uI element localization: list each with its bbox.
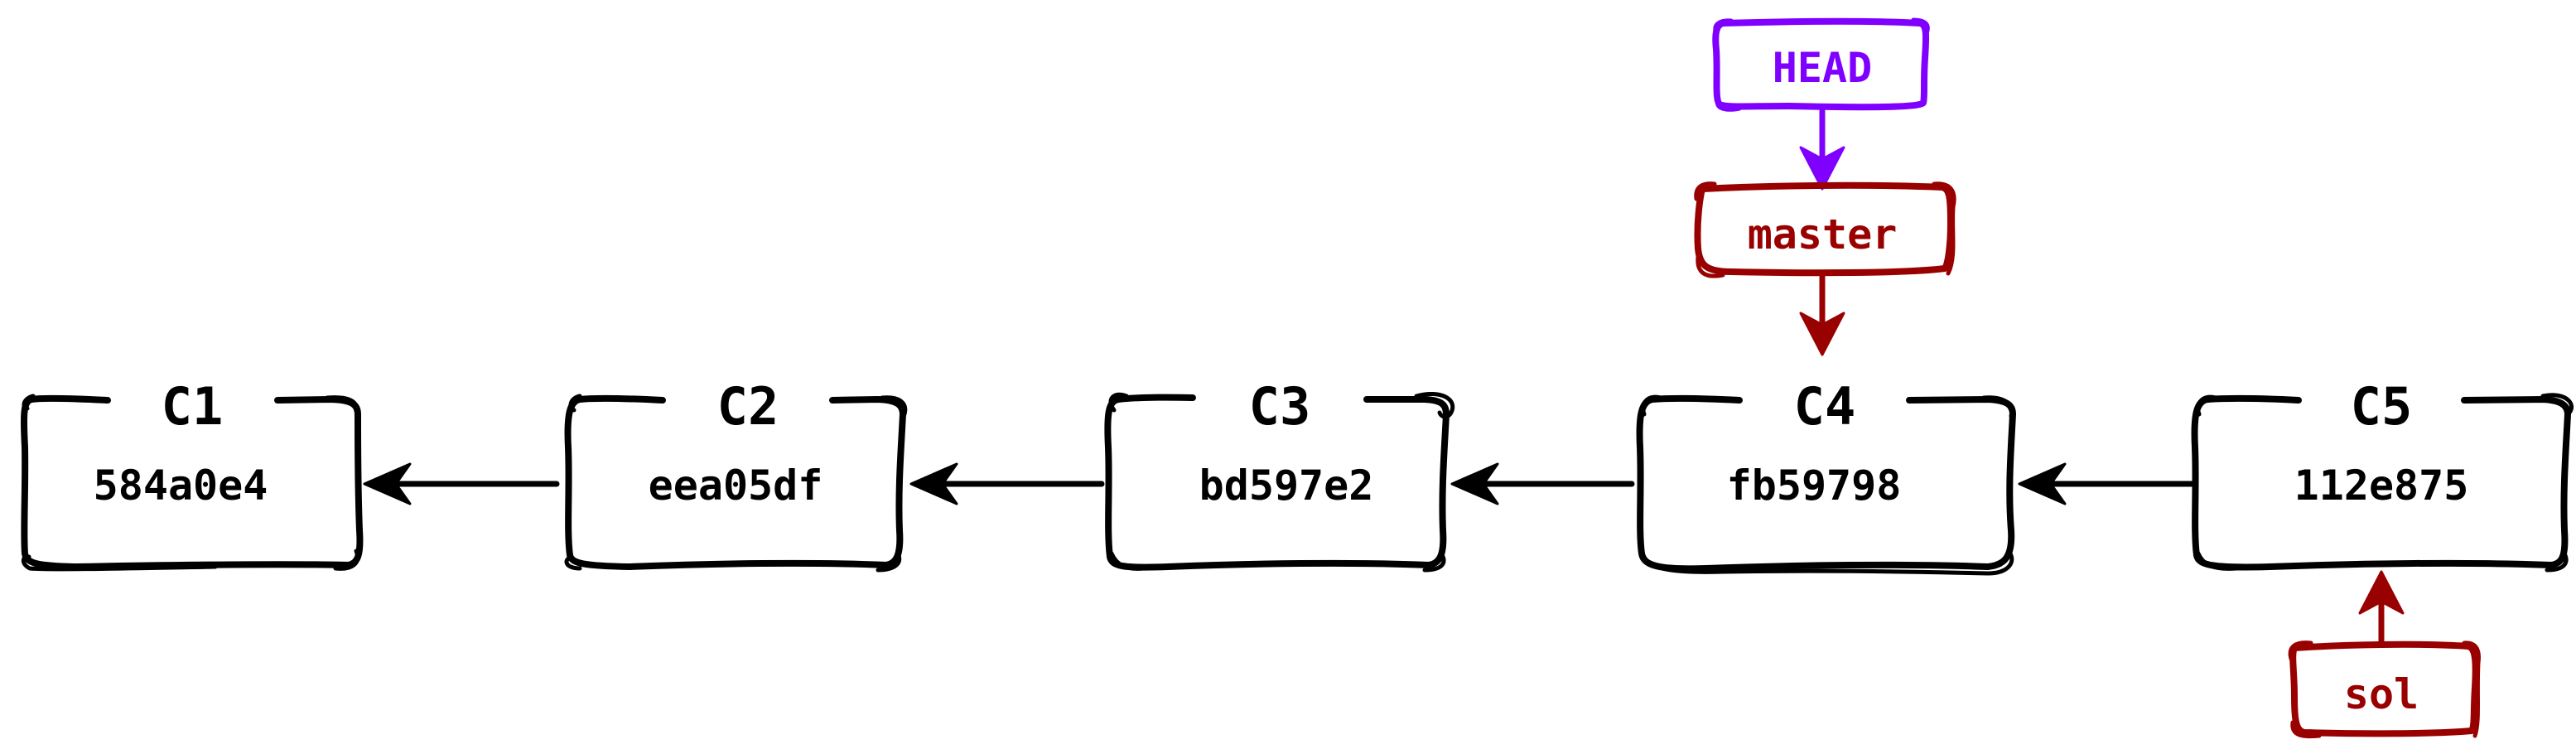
- commit-c3: C3 bd597e2: [1104, 376, 1455, 573]
- parent-arrows: [363, 462, 2198, 505]
- commits: C1 584a0e4 C2 eea05df C3 bd597e2: [20, 376, 2574, 576]
- commit-hash: fb59798: [1727, 462, 1902, 510]
- commit-hash: 584a0e4: [94, 462, 268, 510]
- commit-title: C4: [1794, 376, 1856, 437]
- commit-c5: C5 112e875: [2191, 376, 2574, 573]
- commit-title: C2: [717, 376, 779, 437]
- commit-c4: C4 fb59798: [1636, 376, 2016, 576]
- arrow-c2-to-c1: [363, 462, 560, 505]
- ref-master: master: [1694, 181, 1956, 356]
- ref-label-head: HEAD: [1773, 44, 1872, 92]
- commit-hash: bd597e2: [1199, 462, 1374, 510]
- commit-hash: eea05df: [649, 462, 823, 510]
- arrow-c5-to-c4: [2018, 462, 2198, 505]
- commit-title: C1: [162, 376, 224, 437]
- ref-head: HEAD: [1712, 17, 1930, 191]
- commit-hash: 112e875: [2294, 462, 2469, 510]
- commit-title: C3: [1249, 376, 1311, 437]
- ref-label-sol: sol: [2344, 670, 2419, 718]
- arrow-c4-to-c3: [1450, 462, 1635, 505]
- arrow-c3-to-c2: [909, 462, 1105, 505]
- ref-label-master: master: [1748, 210, 1898, 259]
- commit-title: C5: [2351, 376, 2413, 437]
- commit-c1: C1 584a0e4: [20, 376, 364, 572]
- commit-c2: C2 eea05df: [564, 376, 908, 573]
- ref-sol: sol: [2288, 570, 2481, 739]
